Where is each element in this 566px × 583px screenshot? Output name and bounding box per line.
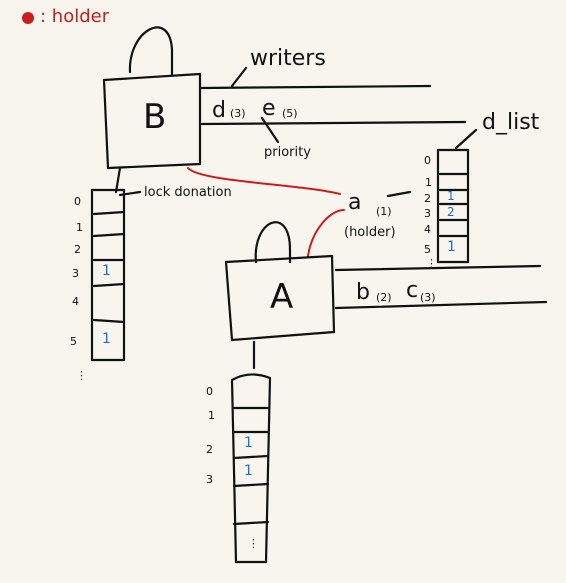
lock-a-waiters-line: [334, 300, 548, 310]
a-index-3: 3: [206, 473, 213, 486]
b-index-more: ⋮: [76, 369, 87, 382]
lock-b-body: [102, 72, 202, 170]
b-index-1: 1: [76, 221, 83, 234]
writers-line: [198, 84, 432, 90]
d-list-label: d_list: [482, 110, 540, 135]
priority-label: priority: [264, 145, 311, 160]
waiter-c-priority: (3): [420, 291, 436, 304]
lock-a-label: A: [270, 277, 294, 317]
waiter-e-label: e: [262, 96, 276, 121]
lock-b-waiters-line: [200, 120, 467, 126]
lock-a-shackle: [254, 221, 292, 264]
writers-label: writers: [250, 46, 326, 71]
b-index-0: 0: [74, 195, 81, 208]
waiter-e-priority: (5): [282, 107, 298, 120]
lock-b-list-dividers: [92, 210, 126, 324]
holder-link-b: [187, 167, 341, 195]
thread-a-role: (holder): [344, 225, 396, 240]
lock-b-list-frame: [90, 188, 126, 362]
priority-pointer: [260, 116, 280, 144]
d-index-1: 1: [425, 176, 432, 189]
d-index-0: 0: [424, 154, 431, 167]
d-count-5: 1: [447, 239, 456, 255]
writers-pointer: [230, 66, 248, 88]
holder-link-a: [307, 209, 345, 257]
waiter-d-label: d: [212, 98, 226, 123]
d-count-2: 1: [447, 189, 455, 203]
legend-holder-label: : holder: [40, 6, 110, 27]
waiter-b-priority: (2): [376, 291, 392, 304]
lock-a-body: [224, 254, 336, 342]
thread-a-label: a: [348, 190, 362, 215]
b-index-4: 4: [72, 295, 79, 308]
legend-holder-marker: [22, 12, 34, 24]
thread-a-priority: (1): [376, 205, 392, 218]
lock-a-list-frame: [230, 373, 272, 564]
waiter-d-priority: (3): [230, 107, 246, 120]
a-index-more: ⋮: [248, 537, 259, 550]
b-index-3: 3: [72, 267, 79, 280]
d-index-4: 4: [424, 223, 431, 236]
lock-a-owner-line: [334, 264, 542, 272]
waiter-c-label: c: [406, 278, 419, 303]
lock-a-list-dividers: [232, 406, 270, 526]
d-index-3: 3: [424, 207, 431, 220]
lock-b-label: B: [143, 97, 167, 137]
a-count-3: 1: [244, 463, 253, 479]
lock-b-list-connector: [114, 166, 122, 194]
d-list-dividers: [438, 172, 470, 238]
a-index-1: 1: [208, 409, 215, 422]
d-count-3: 2: [447, 205, 455, 219]
d-index-more: ⋮: [426, 257, 437, 270]
lock-donation-label: lock donation: [144, 185, 232, 200]
d-list-frame: [436, 148, 470, 264]
waiter-b-label: b: [356, 280, 370, 305]
a-index-2: 2: [206, 443, 213, 456]
d-list-pointer: [454, 128, 478, 150]
thread-to-dlist-line: [386, 190, 412, 198]
a-count-2: 1: [244, 435, 253, 451]
b-count-3: 1: [102, 263, 111, 279]
d-index-5: 5: [424, 243, 431, 256]
d-index-2: 2: [424, 192, 431, 205]
a-index-0: 0: [206, 385, 213, 398]
lock-b-shackle: [128, 26, 174, 76]
b-index-2: 2: [74, 243, 81, 256]
b-count-5: 1: [102, 331, 111, 347]
b-index-5: 5: [70, 335, 77, 348]
